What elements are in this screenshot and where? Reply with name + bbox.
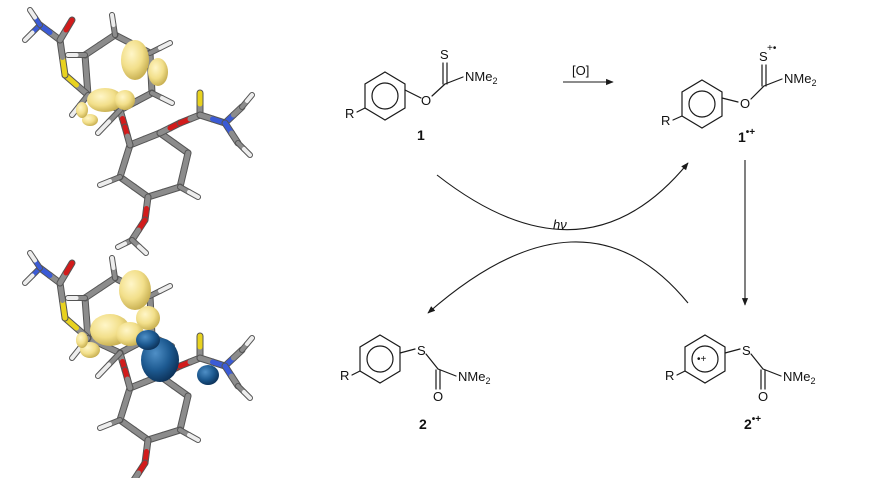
compound-1: O S NMe2 R 1 <box>345 47 497 143</box>
amine-label: NMe2 <box>783 369 815 386</box>
oxo-atom-o: O <box>433 389 443 404</box>
compound-1-radical-cation: O S +• NMe2 R 1•+ <box>661 43 816 145</box>
benzene-ring <box>364 71 406 121</box>
ring-charge: •+ <box>697 354 707 365</box>
link-atom-s: S <box>417 343 426 358</box>
compound-number-2-radical-cation: 2•+ <box>744 414 761 432</box>
thio-atom-s: S <box>759 49 768 64</box>
aryl-o-bond <box>404 89 422 99</box>
benzene-ring <box>359 334 401 384</box>
link-atom-o: O <box>421 93 431 108</box>
compound-number-2: 2 <box>419 416 427 432</box>
substituent-r: R <box>665 368 674 383</box>
thio-atom-s: S <box>440 47 449 62</box>
oxidation-arrow: [O] <box>563 63 614 86</box>
oxidant-label: [O] <box>572 63 589 78</box>
benzene-ring <box>681 79 723 129</box>
spin-density-model-bottom <box>22 250 255 478</box>
compound-2-radical-cation: •+ S O NMe2 R 2•+ <box>665 334 815 432</box>
cycle-arrow-to-product <box>427 241 689 314</box>
substituent-r: R <box>345 106 354 121</box>
compound-number-1-radical-cation: 1•+ <box>738 127 755 145</box>
spin-density-model-top <box>22 7 255 256</box>
compound-number-1: 1 <box>417 127 425 143</box>
cycle-arrow-to-radical-cation <box>436 162 689 231</box>
link-atom-s: S <box>742 343 751 358</box>
link-atom-o: O <box>740 96 750 111</box>
amine-label: NMe2 <box>465 69 497 86</box>
oxo-atom-o: O <box>758 389 768 404</box>
r-bond <box>356 107 366 113</box>
c-n-bond <box>444 76 464 85</box>
amine-label: NMe2 <box>458 369 490 386</box>
compound-2: S O NMe2 R 2 <box>340 334 490 432</box>
thio-charge: +• <box>767 43 777 54</box>
amine-label: NMe2 <box>784 71 816 88</box>
light-label: hν <box>553 217 567 232</box>
benzene-ring <box>684 334 726 384</box>
substituent-r: R <box>340 368 349 383</box>
substituent-r: R <box>661 113 670 128</box>
o-c-bond <box>431 83 446 97</box>
